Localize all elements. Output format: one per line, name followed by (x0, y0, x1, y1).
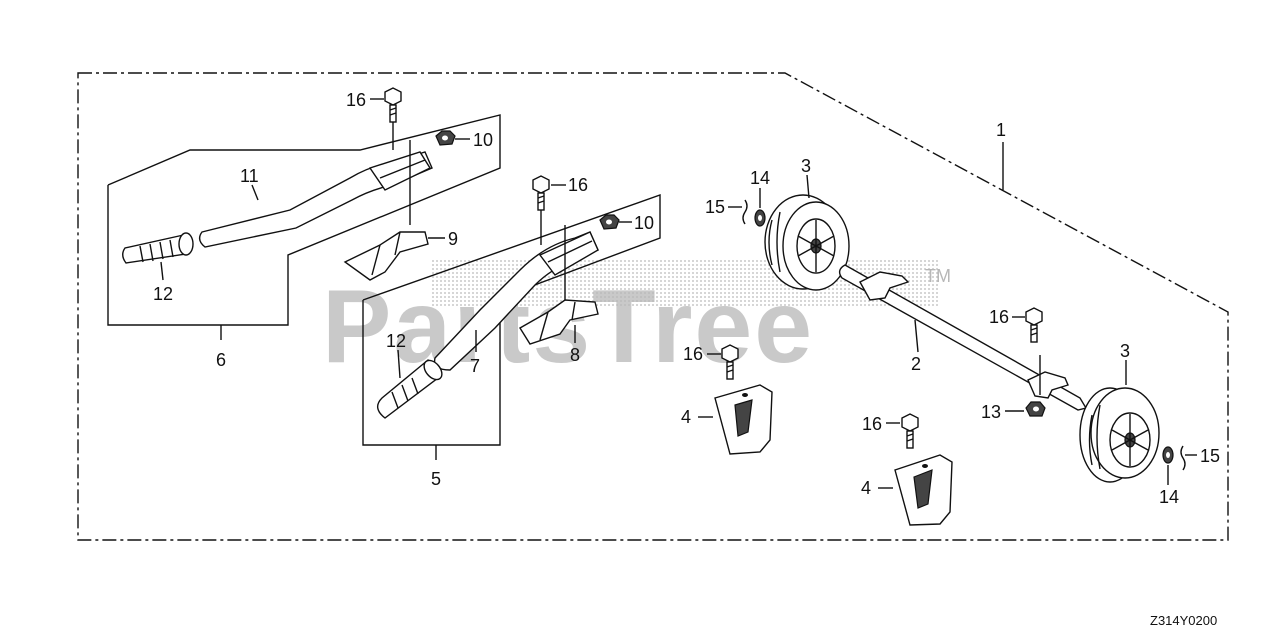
leader-3a (806, 174, 810, 199)
callout-16-axle: 16 (989, 307, 1009, 327)
grip-12-lower (377, 359, 443, 419)
callout-12-upper: 12 (153, 284, 173, 304)
callout-15-left: 15 (705, 197, 725, 217)
watermark-tm: TM (925, 266, 951, 286)
callout-13: 13 (981, 402, 1001, 422)
axle-2 (838, 264, 1088, 411)
callout-4-left: 4 (681, 407, 691, 427)
callout-2: 2 (911, 354, 921, 374)
foot-4-left (714, 384, 773, 455)
leader-2 (914, 319, 919, 353)
washer-14-right (1162, 446, 1174, 464)
nut-10-upper-left (435, 130, 456, 146)
bolt-16-upper-left (384, 87, 402, 150)
callout-14-left: 14 (750, 168, 770, 188)
callout-12-lower: 12 (386, 331, 406, 351)
bolt-16-axle (1025, 307, 1043, 343)
handle-pipe-11 (198, 140, 433, 248)
callout-3-right: 3 (1120, 341, 1130, 361)
callout-10-upper: 10 (473, 130, 493, 150)
callout-9: 9 (448, 229, 458, 249)
callout-15-right: 15 (1200, 446, 1220, 466)
diagram-code: Z314Y0200 (1150, 613, 1217, 628)
clip-15-right (1180, 445, 1186, 471)
callout-1: 1 (996, 120, 1006, 140)
callout-6: 6 (216, 350, 226, 370)
callout-10-middle: 10 (634, 213, 654, 233)
bracket-9 (343, 231, 429, 281)
callout-8: 8 (570, 345, 580, 365)
bolt-16-foot-right (901, 413, 919, 449)
callout-16-foot-left: 16 (683, 344, 703, 364)
watermark-text: PartsTree (322, 269, 814, 385)
clip-15-left (742, 199, 748, 225)
nut-10-middle (599, 214, 620, 230)
callout-3-left: 3 (801, 156, 811, 176)
leader-12a (160, 261, 164, 281)
leader-11 (251, 184, 259, 201)
subassembly-6-bracket (107, 114, 501, 326)
callout-16-upper-left: 16 (346, 90, 366, 110)
foot-4-right (894, 454, 953, 526)
callout-4-right: 4 (861, 478, 871, 498)
leader-12b (397, 349, 401, 379)
washer-14-left (754, 209, 766, 227)
bolt-16-foot-left (721, 344, 739, 380)
nut-13 (1025, 401, 1046, 417)
callout-7: 7 (470, 356, 480, 376)
callout-14-right: 14 (1159, 487, 1179, 507)
bracket-8 (519, 299, 599, 345)
callout-5: 5 (431, 469, 441, 489)
callout-16-foot-right: 16 (862, 414, 882, 434)
wheel-3-left (764, 194, 850, 291)
wheel-3-right (1079, 387, 1160, 483)
bolt-16-middle (532, 175, 550, 245)
callout-16-middle: 16 (568, 175, 588, 195)
grip-12-upper (122, 232, 194, 264)
callout-11: 11 (240, 166, 259, 186)
